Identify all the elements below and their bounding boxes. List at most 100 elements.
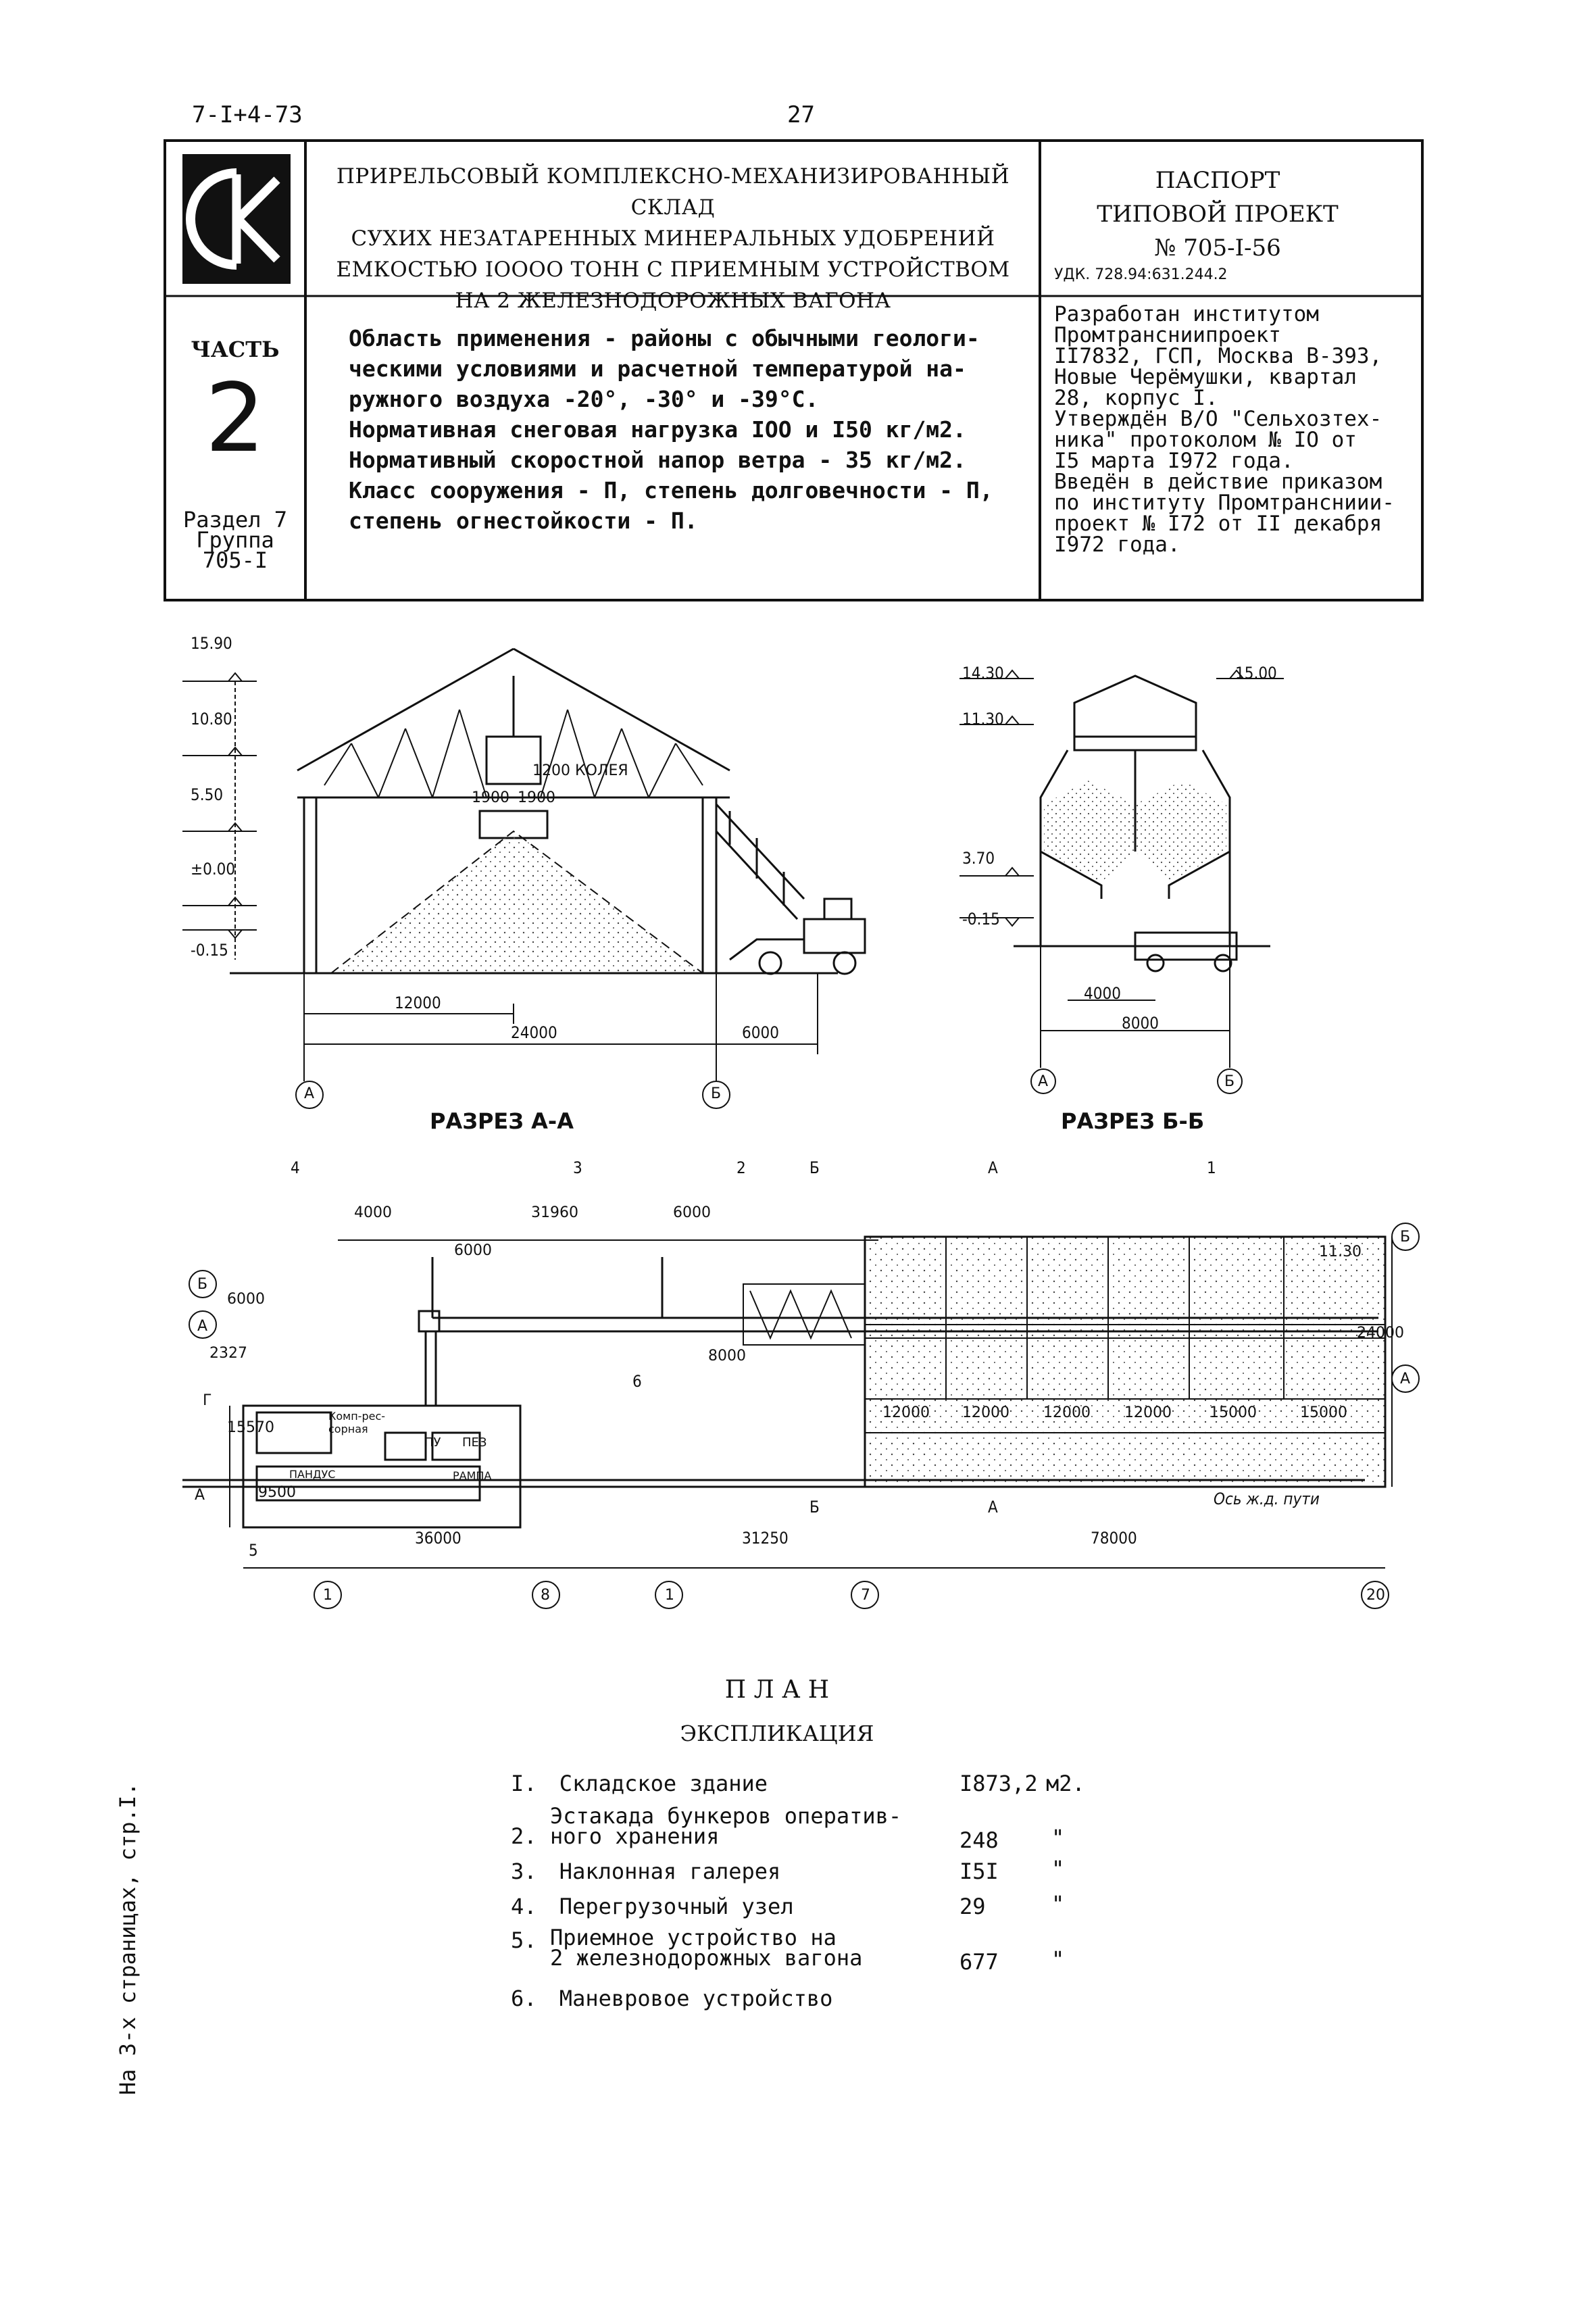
- callout-number: 3: [573, 1158, 582, 1177]
- item-number: 5.: [511, 1927, 537, 1953]
- developer-line: I5 марта I972 года.: [1054, 449, 1294, 473]
- title-block: ПРИРЕЛЬСОВЫЙ КОМПЛЕКСНО-МЕХАНИЗИРОВАННЫЙ…: [164, 139, 1424, 601]
- axis-label: Б: [711, 1085, 722, 1102]
- callout-number: 2: [737, 1158, 746, 1177]
- item-name: Приемное устройство на 2 железнодорожных…: [550, 1925, 863, 1971]
- dimension-label: 11.30: [1319, 1244, 1362, 1260]
- description-line: ружного воздуха -20°, -30° и -39°С.: [349, 386, 819, 412]
- row-axis: Б: [1400, 1229, 1411, 1246]
- item-value: 29: [959, 1894, 986, 1919]
- item-number: 6.: [511, 1986, 537, 2011]
- dimension-label: 36000: [415, 1529, 462, 1548]
- item-name: Складское здание: [559, 1771, 768, 1796]
- elevation-label: -0.15: [962, 910, 1000, 929]
- section-aa-caption: РАЗРЕЗ А-А: [430, 1108, 574, 1134]
- section-mark: А: [988, 1158, 998, 1177]
- dimension-label: 15570: [227, 1419, 274, 1436]
- bay-dimension: 12000: [882, 1404, 930, 1421]
- row-axis: Б: [197, 1276, 208, 1293]
- passport-block: ПАСПОРТ ТИПОВОЙ ПРОЕКТ № 705-I-56: [1042, 164, 1393, 265]
- description-line: Область применения - районы с обычными г…: [349, 325, 980, 351]
- developer-line: по институту Промтрансниии-: [1054, 491, 1395, 515]
- developer-line: проект № I72 от II декабря: [1054, 512, 1382, 536]
- dimension-label: 8000: [1122, 1014, 1159, 1033]
- callout-number: 1: [1207, 1158, 1216, 1177]
- elevation-label: 11.30: [962, 710, 1004, 729]
- dimension-label: 4000: [354, 1204, 392, 1221]
- document-code: 7-I+4-73: [192, 101, 303, 128]
- part-label: ЧАСТЬ: [191, 337, 280, 362]
- developer-line: I972 года.: [1054, 533, 1180, 557]
- developer-line: Введён в действие приказом: [1054, 470, 1382, 494]
- bay-dimension: 15000: [1300, 1404, 1347, 1421]
- item-value: I873,2: [959, 1771, 1038, 1796]
- explication-item: 6. Маневровое устройство: [511, 1986, 832, 2011]
- bay-dimension: 12000: [1124, 1404, 1172, 1421]
- udk-code: УДК. 728.94:631.244.2: [1054, 266, 1228, 283]
- elevation-label: 15.00: [1235, 664, 1277, 683]
- project-type-label: ТИПОВОЙ ПРОЕКТ: [1097, 201, 1339, 228]
- side-note: На 3-х страницах, стр.I.: [115, 1782, 141, 2095]
- explication-title: ЭКСПЛИКАЦИЯ: [680, 1721, 874, 1746]
- section-mark: Б: [809, 1498, 820, 1517]
- page-number: 27: [787, 101, 815, 128]
- explication-item: 3. Наклонная галерея: [511, 1858, 780, 1884]
- room-label: ПУ: [424, 1435, 441, 1450]
- inner-dimension: 1900: [518, 789, 555, 806]
- column-axis: 1: [665, 1587, 674, 1604]
- developer-line: 28, корпус I.: [1054, 386, 1218, 410]
- item-name: Маневровое устройство: [559, 1986, 833, 2011]
- section-line: 705-I: [202, 547, 268, 573]
- column-axis: 1: [323, 1587, 332, 1604]
- dimension-label: 31960: [531, 1204, 578, 1221]
- project-number: № 705-I-56: [1154, 235, 1281, 262]
- explication-item: 4. Перегрузочный узел: [511, 1894, 794, 1919]
- title-line: ЕМКОСТЬЮ IOOOO ТОНН С ПРИЕМНЫМ УСТРОЙСТВ…: [336, 257, 1010, 282]
- callout-number: 6: [632, 1372, 642, 1391]
- description-line: ческими условиями и расчетной температур…: [349, 355, 966, 382]
- row-axis: А: [1400, 1371, 1411, 1387]
- developer-line: Утверждён В/О "Сельхозтех-: [1054, 407, 1382, 431]
- callout-number: 4: [291, 1158, 300, 1177]
- explication-item: I. Складское здание: [511, 1771, 768, 1796]
- dimension-label: 31250: [742, 1529, 789, 1548]
- room-label: ПЕЗ: [462, 1435, 487, 1450]
- logo: [182, 154, 291, 284]
- title-line: НА 2 ЖЕЛЕЗНОДОРОЖНЫХ ВАГОНА: [455, 289, 891, 313]
- dimension-label: 6000: [227, 1291, 265, 1308]
- section-line: Группа: [196, 527, 274, 553]
- explication-item: 5.: [511, 1927, 537, 1953]
- description-line: Нормативная снеговая нагрузка IOO и I50 …: [349, 416, 966, 443]
- item-unit: м2.: [1046, 1771, 1085, 1796]
- title-block-frame: [164, 139, 1424, 601]
- dimension-label: 2327: [209, 1345, 247, 1362]
- elevation-label: -0.15: [191, 941, 228, 960]
- dimension-label: 6000: [673, 1204, 711, 1221]
- section-mark: А: [988, 1498, 998, 1517]
- bay-dimension: 15000: [1210, 1404, 1257, 1421]
- developer-info: Разработан институтом Промтрансниипроект…: [1054, 304, 1395, 556]
- column-axis: 7: [861, 1587, 870, 1604]
- elevation-label: ±0.00: [191, 860, 236, 879]
- developer-line: II7832, ГСП, Москва В-393,: [1054, 344, 1382, 368]
- callout-number: 5: [249, 1541, 258, 1560]
- part-number: 2: [205, 364, 266, 474]
- inner-dimension: 1900: [472, 789, 509, 806]
- developer-line: ника" протоколом № IO от: [1054, 428, 1357, 452]
- column-axis: 8: [541, 1587, 550, 1604]
- dimension-label: 78000: [1091, 1529, 1137, 1548]
- application-description: Область применения - районы с обычными г…: [349, 323, 993, 536]
- description-line: Класс сооружения - П, степень долговечно…: [349, 477, 993, 503]
- dimension-label: 4000: [1084, 984, 1121, 1003]
- developer-line: Разработан институтом: [1054, 302, 1319, 326]
- room-label: Комп-рес-сорная: [328, 1410, 386, 1435]
- title-line: ПРИРЕЛЬСОВЫЙ КОМПЛЕКСНО-МЕХАНИЗИРОВАННЫЙ…: [336, 164, 1010, 220]
- dimension-label: 6000: [742, 1023, 779, 1042]
- room-label: ПАНДУС: [289, 1468, 336, 1481]
- gauge-label: 1200 КОЛЕЯ: [532, 762, 628, 779]
- section-group: Раздел 7 Группа 705-I: [165, 509, 305, 573]
- developer-line: Промтрансниипроект: [1054, 323, 1281, 347]
- row-axis: Г: [203, 1392, 212, 1409]
- axis-label: А: [1038, 1073, 1049, 1090]
- axis-label: Б: [1224, 1073, 1235, 1090]
